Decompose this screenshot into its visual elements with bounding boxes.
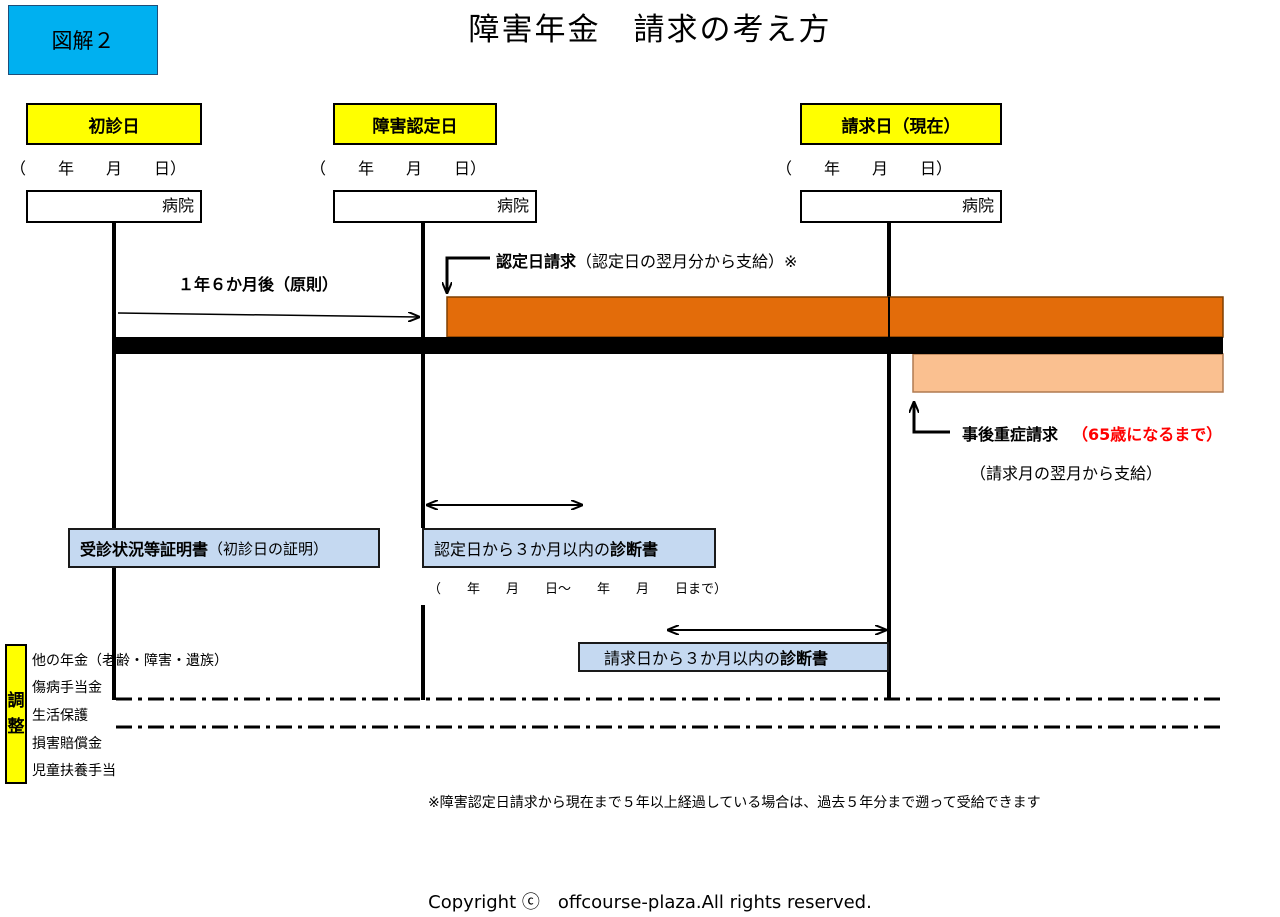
adjustment-item: 生活保護 xyxy=(32,708,88,724)
first-visit-certificate: 受診状況等証明書（初診日の証明） xyxy=(68,528,380,568)
adjustment-label: 調 整 xyxy=(5,644,27,784)
recognition-date: （ 年 月 日） xyxy=(310,159,487,178)
main-timeline xyxy=(114,337,1223,354)
recognition-diagnosis-dates: （ 年 月 日～ 年 月 日まで） xyxy=(428,582,728,597)
first-visit-hospital: 病院 xyxy=(26,190,202,223)
claim-date: （ 年 月 日） xyxy=(776,159,953,178)
first-visit-date: （ 年 月 日） xyxy=(10,159,187,178)
post-severe-label: 事後重症請求（65歳になるまで） xyxy=(962,425,1223,444)
post-severe-claim-bar xyxy=(912,353,1224,393)
post-severe-arrow xyxy=(914,402,950,434)
copyright: Copyright ⓒ offcourse-plaza.All rights r… xyxy=(428,892,872,913)
claim-diagnosis: 請求日から３か月以内の診断書 xyxy=(578,642,889,672)
figure-tag-text: 図解２ xyxy=(51,29,115,53)
adjustment-item: 児童扶養手当 xyxy=(32,763,116,779)
page-title: 障害年金 請求の考え方 xyxy=(468,12,832,48)
milestone-recognition-date: 障害認定日 xyxy=(333,103,497,145)
adjustment-item: 他の年金（老齢・障害・遺族） xyxy=(32,653,228,669)
recognition-claim-arrow xyxy=(447,256,490,293)
footnote: ※障害認定日請求から現在まで５年以上経過している場合は、過去５年分まで遡って受給… xyxy=(428,795,1041,811)
milestone-first-visit: 初診日 xyxy=(26,103,202,145)
recognition-hospital: 病院 xyxy=(333,190,537,223)
recognition-diagnosis: 認定日から３か月以内の診断書 xyxy=(422,528,716,568)
adjustment-item: 傷病手当金 xyxy=(32,680,102,696)
period-label: １年６か月後（原則） xyxy=(178,275,339,294)
claim-hospital: 病院 xyxy=(800,190,1002,223)
period-arrow xyxy=(117,313,419,317)
recognition-claim-bar xyxy=(446,296,1224,338)
adjustment-item: 損害賠償金 xyxy=(32,736,102,752)
figure-tag: 図解２ xyxy=(8,5,158,75)
recognition-claim-label: 認定日請求（認定日の翌月分から支給）※ xyxy=(496,252,798,271)
milestone-claim-date: 請求日（現在） xyxy=(800,103,1002,145)
post-severe-note: （請求月の翌月から支給） xyxy=(970,464,1163,483)
